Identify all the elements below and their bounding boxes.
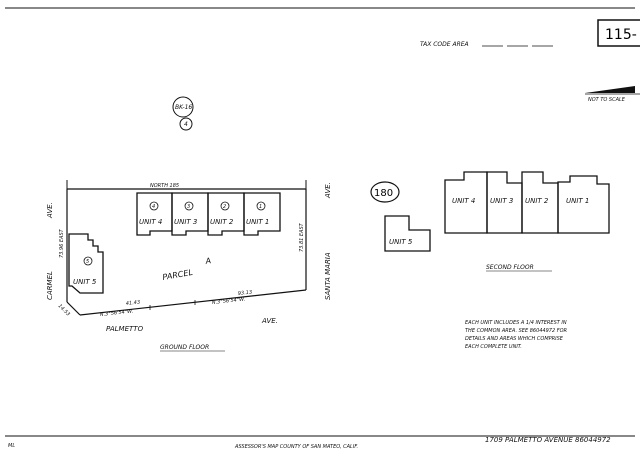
- parcel-number-oval: [370, 181, 400, 203]
- ground-unit-5-outline: [68, 233, 104, 294]
- parcel-south-line: [79, 289, 307, 316]
- second-unit-3-label: UNIT 3: [490, 197, 513, 205]
- east-side-dimension: 73.81 EAST: [299, 222, 305, 252]
- south-right-bearing: N.3°56'54"W.: [212, 297, 246, 306]
- street-palmetto-ave: AVE.: [261, 317, 278, 325]
- ground-unit-2-num: 2: [223, 204, 226, 210]
- assessor-caption: ASSESSOR'S MAP COUNTY OF SAN MATEO, CALI…: [234, 444, 358, 450]
- ground-unit-3-num: 3: [187, 204, 190, 210]
- street-palmetto: PALMETTO: [106, 325, 144, 333]
- ground-unit-4-num: 4: [152, 204, 155, 210]
- second-unit-5-outline: [384, 215, 431, 252]
- street-santa-maria-ave: AVE.: [324, 182, 332, 199]
- west-side-dimension: 73.96 EAST: [59, 228, 65, 258]
- tax-code-area-label: TAX CODE AREA: [420, 41, 469, 48]
- ground-unit-1-label: UNIT 1: [246, 218, 269, 226]
- street-carmel: CARMEL: [46, 271, 54, 300]
- street-carmel-ave: AVE.: [46, 202, 54, 219]
- parcel-letter: A: [204, 256, 212, 266]
- page-number-box: [597, 19, 640, 47]
- ground-unit-4-num-circle: [149, 201, 159, 211]
- second-unit-1-label: UNIT 1: [566, 197, 589, 205]
- note-line-4: EACH COMPLETE UNIT.: [465, 344, 522, 350]
- ground-unit-5-num: 5: [86, 259, 89, 265]
- page-number: 115-: [605, 27, 637, 43]
- south-right-dimension: 93.13: [238, 290, 253, 297]
- second-unit-4-label: UNIT 4: [452, 197, 475, 205]
- note-line-1: EACH UNIT INCLUDES A 1/4 INTEREST IN: [465, 320, 567, 326]
- common-area-note: EACH UNIT INCLUDES A 1/4 INTEREST IN THE…: [465, 320, 567, 350]
- south-left-bearing: N.3°56'54"W.: [100, 309, 134, 318]
- second-unit-1-outline: [557, 175, 610, 234]
- ground-unit-1-num: 1: [259, 204, 262, 210]
- ground-unit-5-label: UNIT 5: [73, 278, 97, 286]
- parcel-label: PARCEL: [162, 268, 194, 282]
- ground-unit-2-label: UNIT 2: [210, 218, 234, 226]
- street-santa-maria: SANTA MARIA: [324, 252, 332, 300]
- book-ref-circle: [172, 96, 194, 118]
- book-ref: BK-16: [175, 104, 192, 111]
- ground-unit-3-outline: [171, 192, 209, 236]
- note-line-3: DETAILS AND AREAS WHICH COMPRISE: [465, 336, 564, 342]
- ground-units-row: 4 3 2 1 UNIT 4 UNIT 3 UNIT 2 UNIT 1: [136, 192, 281, 236]
- second-units-row: UNIT 4 UNIT 3 UNIT 2 UNIT 1: [444, 171, 610, 234]
- note-line-2: THE COMMON AREA. SEE 86044972 FOR: [465, 328, 567, 334]
- second-unit-2-label: UNIT 2: [525, 197, 549, 205]
- second-unit-5-label: UNIT 5: [389, 238, 413, 246]
- south-left-dimension: 41.43: [126, 300, 141, 307]
- north-dimension: NORTH 185: [150, 183, 179, 189]
- parcel-number: 180: [374, 188, 393, 199]
- ground-unit-4-label: UNIT 4: [139, 218, 162, 226]
- ground-unit-4-outline: [136, 192, 173, 236]
- scale-note: NOT TO SCALE: [588, 97, 626, 103]
- book-page: 4: [184, 121, 188, 128]
- ground-unit-1-outline: [243, 192, 281, 236]
- ground-unit-3-num-circle: [184, 201, 194, 211]
- ground-floor-caption: GROUND FLOOR: [160, 344, 209, 351]
- ground-unit-1-num-circle: [256, 201, 266, 211]
- address-caption: 1709 PALMETTO AVENUE 86044972: [485, 436, 611, 444]
- scale-wedge-icon: [585, 86, 635, 93]
- corner-dimension: 14.53: [57, 303, 71, 317]
- second-floor-caption: SECOND FLOOR: [486, 264, 534, 271]
- ground-unit-2-num-circle: [220, 201, 230, 211]
- drafter-initials: ML: [8, 443, 15, 449]
- book-page-circle: [179, 117, 193, 131]
- ground-unit-3-label: UNIT 3: [174, 218, 197, 226]
- ground-unit-2-outline: [207, 192, 245, 236]
- ground-unit-5-num-circle: [83, 256, 93, 266]
- parcel-corner-cut: [66, 301, 81, 316]
